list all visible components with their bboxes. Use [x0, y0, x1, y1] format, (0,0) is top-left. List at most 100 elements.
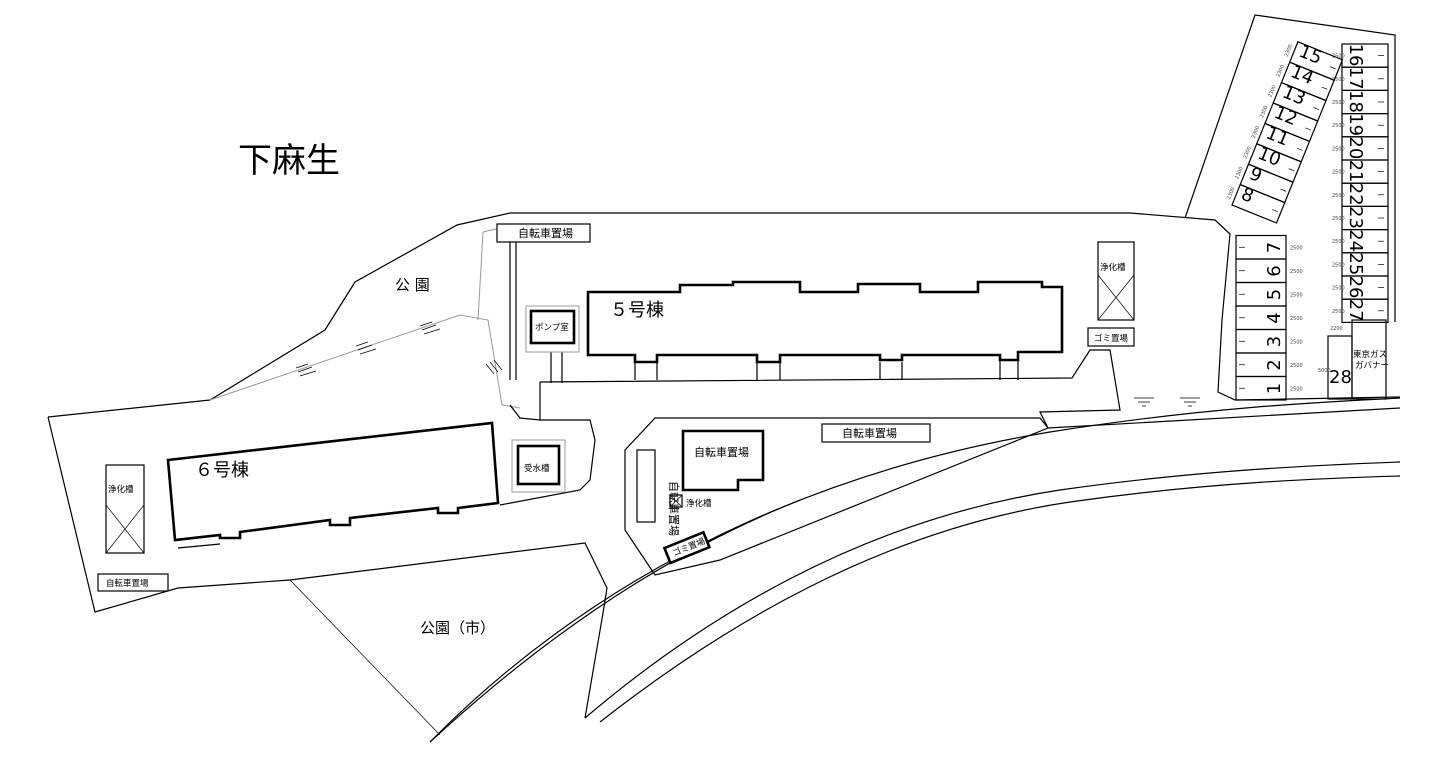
park-slope-edge — [209, 314, 521, 409]
svg-text:2500: 2500 — [1290, 363, 1303, 369]
svg-text:2500: 2500 — [1332, 170, 1345, 176]
park-label: 公 園 — [395, 276, 430, 294]
slope-marks — [295, 321, 503, 377]
septic-tank-center: 浄化槽 — [669, 494, 712, 509]
parking-right-col: 1625001725001825001925002025002125002225… — [1332, 43, 1389, 324]
park-city-label: 公園（市） — [420, 619, 495, 637]
svg-text:7: 7 — [1264, 242, 1285, 253]
svg-text:2300: 2300 — [1226, 186, 1236, 200]
building6-label: ６号棟 — [195, 460, 249, 481]
svg-text:23: 23 — [1345, 206, 1366, 229]
svg-text:26: 26 — [1345, 276, 1366, 299]
svg-text:浄化槽: 浄化槽 — [1100, 262, 1126, 273]
bicycle-parking-center: 自転車置場 — [681, 429, 765, 492]
pump-room-label: ポンプ室 — [535, 322, 569, 333]
parking-lot-6: 6 2500 — [1235, 258, 1303, 284]
region-name: 下麻生 — [238, 141, 340, 181]
svg-text:5000: 5000 — [1318, 368, 1331, 374]
svg-text:4: 4 — [1264, 312, 1285, 323]
site-boundary — [47, 212, 1401, 418]
main-road-north-edge — [429, 397, 1401, 743]
building5-label: ５号棟 — [610, 300, 664, 321]
svg-text:2500: 2500 — [1332, 123, 1345, 129]
internal-road — [539, 349, 1401, 429]
septic-tank-left: 浄化槽 — [105, 464, 145, 554]
svg-text:20: 20 — [1345, 136, 1366, 159]
svg-text:浄化槽: 浄化槽 — [686, 498, 712, 509]
svg-text:浄化槽: 浄化槽 — [108, 484, 134, 495]
svg-text:2: 2 — [1264, 359, 1285, 370]
site-boundary-north-slant — [1184, 14, 1396, 322]
svg-text:22: 22 — [1345, 183, 1366, 206]
internal-road-front — [499, 419, 596, 506]
building5-balcony — [634, 360, 1019, 380]
svg-text:21: 21 — [1345, 160, 1366, 183]
svg-text:2300: 2300 — [1234, 166, 1244, 180]
svg-text:2500: 2500 — [1290, 292, 1303, 298]
svg-text:ガバナー: ガバナー — [1355, 360, 1389, 371]
parking-lot-28: 28 5000 — [1318, 335, 1353, 400]
svg-text:東京ガス: 東京ガス — [1353, 349, 1387, 360]
svg-text:自転車置場: 自転車置場 — [694, 445, 749, 459]
svg-text:自転車置場: 自転車置場 — [667, 481, 681, 536]
pump-path — [550, 352, 563, 383]
svg-text:自転車置場: 自転車置場 — [518, 226, 573, 240]
parking-lot-3: 3 2500 — [1235, 328, 1303, 354]
svg-text:2500: 2500 — [1332, 239, 1345, 245]
svg-text:5: 5 — [1264, 289, 1285, 300]
svg-text:2300: 2300 — [1243, 146, 1253, 160]
svg-text:24: 24 — [1345, 229, 1366, 252]
svg-text:ゴミ置場: ゴミ置場 — [1094, 333, 1129, 344]
pump-room-outer — [525, 305, 580, 353]
svg-text:6: 6 — [1264, 265, 1285, 276]
svg-text:16: 16 — [1345, 44, 1366, 67]
septic-tank-right: 浄化槽 — [1097, 241, 1135, 321]
building6-balcony — [177, 543, 221, 549]
svg-text:2300: 2300 — [1259, 105, 1269, 119]
svg-text:2200: 2200 — [1330, 326, 1343, 332]
water-tank-outer — [511, 439, 566, 493]
svg-text:2500: 2500 — [1332, 193, 1345, 199]
svg-text:自転車置場: 自転車置場 — [842, 426, 897, 440]
garbage-right: ゴミ置場 — [1087, 327, 1135, 347]
svg-text:2500: 2500 — [1290, 269, 1303, 275]
svg-text:2500: 2500 — [1332, 54, 1345, 60]
svg-text:2500: 2500 — [1290, 339, 1303, 345]
bicycle-parking-road: 自転車置場 — [821, 423, 931, 443]
main-road-south-edge2 — [599, 475, 1401, 723]
svg-text:18: 18 — [1345, 90, 1366, 113]
garbage-center: ゴミ置場 — [662, 530, 712, 565]
svg-text:2500: 2500 — [1332, 216, 1345, 222]
svg-text:2500: 2500 — [1332, 77, 1345, 83]
center-island — [624, 417, 1049, 576]
svg-text:25: 25 — [1345, 252, 1366, 275]
park-city-line — [289, 579, 441, 736]
main-road-side — [584, 612, 604, 719]
svg-text:2300: 2300 — [1276, 64, 1286, 78]
park-path — [477, 231, 484, 321]
svg-text:2500: 2500 — [1332, 100, 1345, 106]
parking-lot-7: 7 2500 — [1235, 234, 1303, 260]
svg-text:2300: 2300 — [1284, 44, 1294, 58]
parking-lot-5: 5 2500 — [1235, 281, 1303, 307]
main-road-south-edge — [584, 461, 1401, 719]
bicycle-parking-top: 自転車置場 — [496, 223, 591, 243]
svg-text:19: 19 — [1345, 113, 1366, 136]
drain-marks — [1134, 397, 1200, 407]
parking-lot-2: 2 2500 — [1235, 352, 1303, 378]
svg-text:3: 3 — [1264, 336, 1285, 347]
svg-text:2500: 2500 — [1290, 245, 1303, 251]
building6-outline — [166, 421, 500, 542]
svg-text:27: 27 — [1345, 299, 1366, 322]
bicycle-parking-left: 自転車置場 — [97, 573, 169, 592]
main-road-north-inner — [429, 499, 801, 743]
